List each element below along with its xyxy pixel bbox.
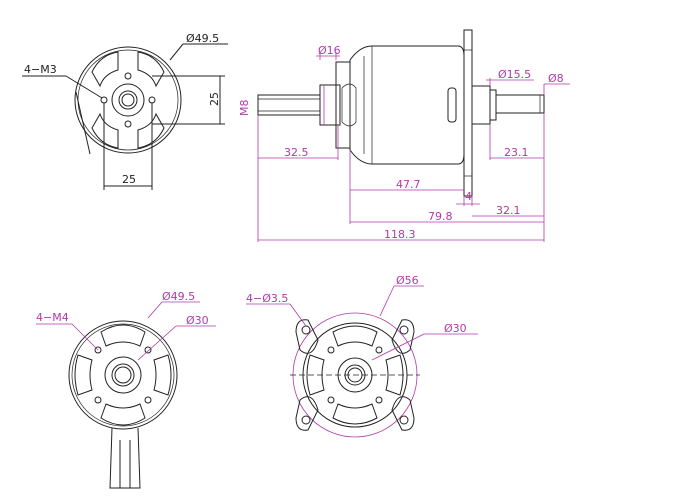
len-32-5: 32.5 — [284, 146, 309, 159]
dia15-label: Ø15.5 — [498, 68, 531, 81]
front-view-m3: Ø49.5 4−M3 25 25 — [22, 32, 228, 190]
dia-label-inner-m4: Ø30 — [186, 314, 209, 327]
mount-hole — [301, 325, 311, 335]
screw-hole — [148, 96, 156, 104]
mount-view: 4−Ø3.5 Ø56 Ø30 — [246, 274, 478, 438]
side-view: M8 Ø16 Ø15.5 Ø8 — [238, 29, 570, 242]
len-4: 4 — [465, 190, 472, 203]
dia16-label: Ø16 — [318, 44, 341, 57]
screw-hole — [144, 396, 152, 404]
screw-hole — [144, 346, 152, 354]
screw-hole — [94, 396, 102, 404]
screw-hole — [124, 72, 132, 80]
screw-label: 4−M3 — [24, 63, 57, 76]
dia-label-outer: Ø49.5 — [186, 32, 219, 45]
screw-hole — [94, 346, 102, 354]
front-view-m4: 4−M4 Ø49.5 Ø30 — [36, 290, 216, 489]
screw-hole — [327, 396, 335, 404]
dia-label-outer-m4: Ø49.5 — [162, 290, 195, 303]
dim-horizontal-25: 25 — [122, 173, 136, 186]
dim-vertical-25: 25 — [208, 92, 221, 106]
thread-label: M8 — [238, 100, 251, 117]
screw-hole — [327, 346, 335, 354]
screw-hole — [375, 396, 383, 404]
dia-label-inner-mount: Ø30 — [444, 322, 467, 335]
len-79-8: 79.8 — [428, 210, 453, 223]
screw-hole — [375, 346, 383, 354]
hole-label: 4−Ø3.5 — [246, 292, 288, 305]
mount-hole — [399, 415, 409, 425]
mount-hole — [301, 415, 311, 425]
len-32-1: 32.1 — [496, 204, 521, 217]
dia8-label: Ø8 — [548, 72, 564, 85]
mount-hole — [399, 325, 409, 335]
len-23-1: 23.1 — [504, 146, 529, 159]
screw-hole — [124, 120, 132, 128]
screw-label-m4: 4−M4 — [36, 311, 69, 324]
dia-label-outer-mount: Ø56 — [396, 274, 419, 287]
len-47-7: 47.7 — [396, 178, 421, 191]
len-118-3: 118.3 — [384, 228, 416, 241]
